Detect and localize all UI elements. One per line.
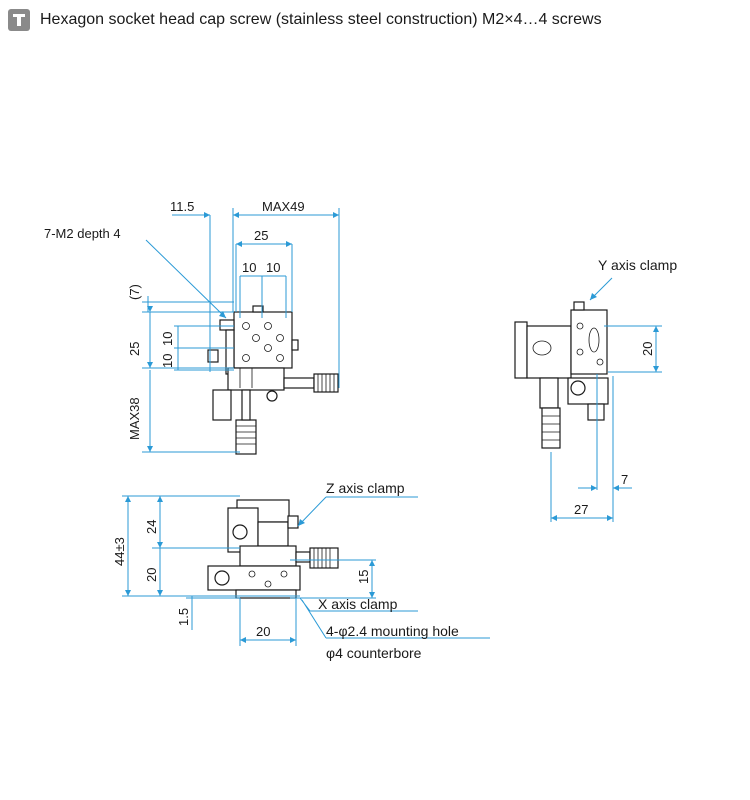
front-view: Z axis clamp X axis clamp 4-φ2.4 mountin… bbox=[112, 480, 490, 661]
dim-20-front-horizontal: 20 bbox=[256, 624, 270, 639]
socket-screw-icon bbox=[8, 9, 30, 31]
side-view: Y axis clamp 20 7 27 bbox=[514, 257, 677, 522]
callout-x-axis-clamp: X axis clamp bbox=[318, 596, 398, 612]
dim-max49: MAX49 bbox=[262, 199, 305, 214]
dim-7-side: 7 bbox=[621, 472, 628, 487]
dim-15: 15 bbox=[356, 570, 371, 584]
dim-10-a: 10 bbox=[242, 260, 256, 275]
dim-10-b: 10 bbox=[266, 260, 280, 275]
callout-tapped-holes: 7-M2 depth 4 bbox=[44, 226, 121, 241]
dim-27: 27 bbox=[574, 502, 588, 517]
dim-24: 24 bbox=[144, 520, 159, 534]
callout-counterbore: φ4 counterbore bbox=[326, 645, 422, 661]
dim-max38: MAX38 bbox=[127, 397, 142, 440]
dim-10-c: 10 bbox=[160, 332, 175, 346]
dim-7-paren: (7) bbox=[127, 284, 142, 300]
header: Hexagon socket head cap screw (stainless… bbox=[8, 8, 602, 32]
dim-25-vertical: 25 bbox=[127, 342, 142, 356]
dim-20-front-vertical: 20 bbox=[144, 568, 159, 582]
dim-10-d: 10 bbox=[160, 354, 175, 368]
callout-mounting-hole: 4-φ2.4 mounting hole bbox=[326, 623, 459, 639]
callout-y-axis-clamp: Y axis clamp bbox=[598, 257, 677, 273]
dim-1-5: 1.5 bbox=[176, 608, 191, 626]
callout-z-axis-clamp: Z axis clamp bbox=[326, 480, 405, 496]
top-view-stage-block bbox=[233, 311, 293, 369]
dim-25-horizontal: 25 bbox=[254, 228, 268, 243]
dim-11-5: 11.5 bbox=[170, 199, 194, 214]
top-view: 11.5 MAX49 25 10 10 7-M2 depth 4 (7) 25 … bbox=[44, 199, 340, 455]
dim-44-tolerance: 44±3 bbox=[112, 537, 127, 566]
dim-20-side: 20 bbox=[640, 342, 655, 356]
header-text: Hexagon socket head cap screw (stainless… bbox=[40, 11, 602, 28]
